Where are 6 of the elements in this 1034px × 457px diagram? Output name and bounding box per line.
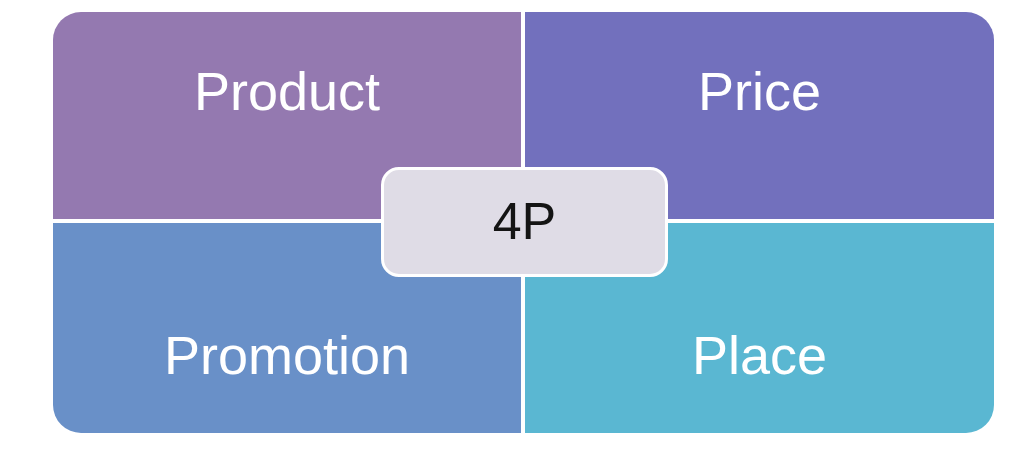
quadrant-title: Price [698, 60, 821, 123]
center-title: 4P [492, 192, 557, 252]
quadrant-title: Place [691, 323, 828, 386]
quadrant-title: Promotion [163, 323, 411, 386]
quadrant-title: Product [193, 60, 381, 123]
center-card [381, 167, 668, 277]
